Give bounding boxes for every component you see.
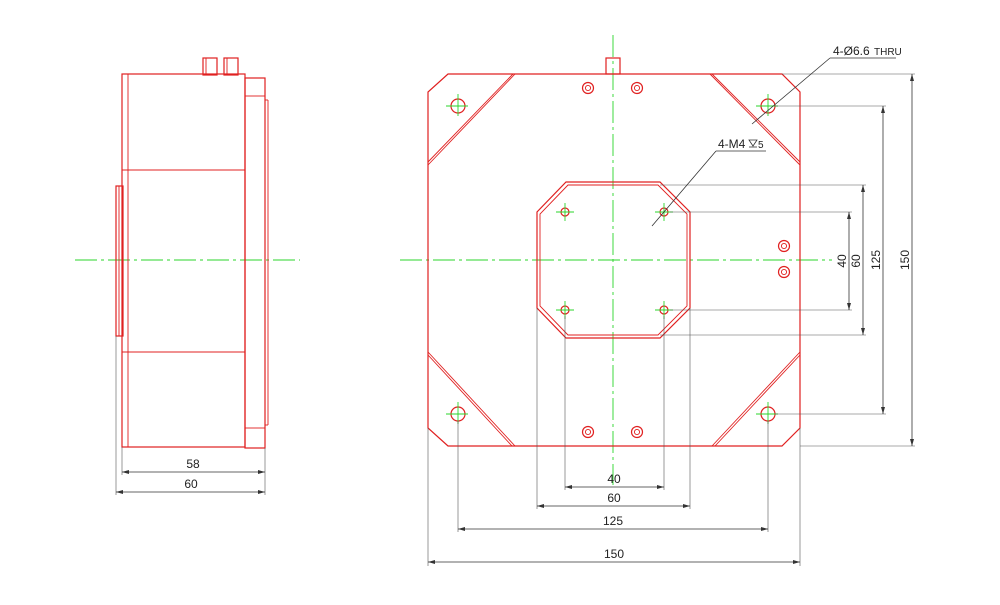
corner-pocket-line — [714, 354, 801, 447]
dim-label-58: 58 — [186, 457, 200, 471]
arrowhead — [683, 504, 690, 508]
dim-label-h125: 125 — [603, 514, 623, 528]
corner-pocket-line — [709, 73, 801, 166]
arrowhead — [793, 560, 800, 564]
front-view-connector — [605, 57, 621, 75]
corner-pocket-line — [427, 73, 514, 163]
side-view-left-stub — [115, 185, 124, 337]
callout-thru-holes-text: 4-Ø6.6 — [833, 44, 870, 58]
corner-pocket-line — [427, 73, 516, 166]
arrowhead — [458, 527, 465, 531]
arrowhead — [861, 328, 865, 335]
screw-head-inner — [633, 428, 641, 436]
screw-head-inner — [584, 428, 592, 436]
callout-tapped-holes: 4-M4 5 — [651, 137, 766, 227]
dim-label-v125: 125 — [869, 250, 883, 270]
arrowhead — [657, 485, 664, 489]
screw-head-outer — [581, 425, 595, 439]
screw-head — [630, 81, 644, 95]
arrowhead — [122, 470, 129, 474]
pilot-boss-inner — [539, 184, 688, 336]
callout-thru-holes: 4-Ø6.6 THRU — [751, 44, 902, 125]
side-view-flange-inner — [244, 95, 266, 429]
arrowhead — [910, 74, 914, 81]
screw-head-inner — [633, 84, 641, 92]
arrowhead — [847, 303, 851, 310]
callout-leader — [751, 57, 831, 125]
screw-head-outer — [777, 239, 791, 253]
arrowhead — [258, 470, 265, 474]
dim-label-v40: 40 — [835, 254, 849, 268]
dim-label-h150: 150 — [604, 547, 624, 561]
screw-head-outer — [777, 265, 791, 279]
tapped-hole — [556, 203, 574, 221]
dim-label-h60: 60 — [607, 491, 621, 505]
screw-head-inner — [584, 84, 592, 92]
arrowhead — [565, 485, 572, 489]
pilot-boss-outer — [536, 181, 691, 339]
arrowhead — [761, 527, 768, 531]
screw-head — [630, 425, 644, 439]
screw-head — [581, 81, 595, 95]
mounting-plate-outline — [427, 73, 801, 447]
depth-symbol-icon — [748, 139, 758, 147]
side-view-housing — [121, 73, 246, 448]
side-view-connector-right — [223, 57, 239, 76]
arrowhead — [861, 185, 865, 192]
arrowhead — [116, 490, 123, 494]
dim-label-v150: 150 — [898, 250, 912, 270]
screw-head-outer — [630, 425, 644, 439]
corner-pocket-line — [427, 351, 516, 447]
callout-thru-suffix: THRU — [874, 47, 902, 58]
screw-head — [777, 239, 791, 253]
side-view: 58 60 — [75, 57, 300, 495]
callout-tapped-holes-text: 4-M4 — [718, 137, 746, 151]
arrowhead — [881, 106, 885, 113]
front-view: 40 60 125 150 40 60 125 — [400, 35, 915, 566]
screw-head-outer — [581, 81, 595, 95]
arrowhead — [881, 407, 885, 414]
screw-head — [777, 265, 791, 279]
corner-pocket-line — [711, 73, 801, 163]
arrowhead — [428, 560, 435, 564]
dim-label-v60: 60 — [849, 254, 863, 268]
arrowhead — [847, 212, 851, 219]
arrowhead — [258, 490, 265, 494]
side-view-connector-left — [202, 57, 218, 76]
screw-head-inner — [780, 268, 788, 276]
callout-tapped-depth: 5 — [758, 140, 764, 151]
thru-hole — [446, 94, 470, 118]
screw-head-inner — [780, 242, 788, 250]
dim-label-60: 60 — [184, 477, 198, 491]
screw-head — [581, 425, 595, 439]
screw-head-outer — [630, 81, 644, 95]
corner-pocket-line — [711, 351, 801, 447]
corner-pocket-line — [427, 354, 513, 447]
arrowhead — [910, 439, 914, 446]
callout-leader — [651, 150, 717, 227]
dim-label-h40: 40 — [607, 472, 621, 486]
side-view-flange — [244, 77, 266, 449]
arrowhead — [537, 504, 544, 508]
